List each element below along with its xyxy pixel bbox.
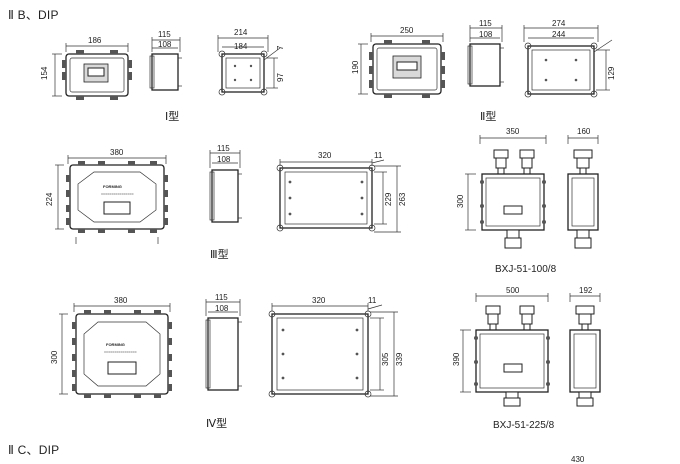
type-iv-side-inner: 108 (215, 304, 229, 313)
type-iv-group: FORMING ================ 380 300 115 108 (50, 293, 404, 430)
type-i-front-view: 186 154 (40, 36, 132, 100)
bxj-225-caption: BXJ-51-225/8 (493, 420, 555, 431)
type-iii-back-outer-height: 263 (398, 192, 407, 206)
type-i-group: 186 154 115 108 214 184 (40, 28, 285, 123)
type-iv-front-height: 300 (50, 350, 59, 364)
bxj-225-group: 500 390 192 BXJ-51-225/8 (452, 286, 601, 431)
type-ii-back-inner: 244 (552, 30, 566, 39)
type-i-back-inner: 184 (234, 42, 248, 51)
type-iv-side-outer: 115 (215, 293, 228, 302)
bxj-100-front-width: 350 (506, 127, 520, 136)
type-iv-back-offset: 11 (368, 296, 377, 305)
svg-text:FORMING: FORMING (106, 342, 125, 347)
bxj-225-side-view: 192 (569, 286, 601, 407)
type-i-front-width: 186 (88, 36, 102, 45)
svg-text:================: ================ (104, 350, 137, 354)
type-i-side-outer: 115 (158, 30, 171, 39)
type-ii-back-view: 274 244 129 (523, 19, 616, 98)
type-iii-front-height: 224 (45, 192, 54, 206)
type-iv-caption: Ⅳ型 (206, 416, 227, 430)
type-iii-back-width: 320 (318, 151, 332, 160)
type-ii-front-height: 190 (351, 60, 360, 74)
type-ii-front-width: 250 (400, 26, 414, 35)
bxj-225-front-height: 390 (452, 352, 461, 366)
bxj-100-caption: BXJ-51-100/8 (495, 264, 557, 275)
type-i-back-view: 214 184 97 7 (217, 28, 285, 96)
bxj-100-front-view: 350 300 (456, 127, 547, 249)
type-iii-back-inner-height: 229 (384, 192, 393, 206)
section-header-b-dip: Ⅱ B、DIP (8, 8, 59, 22)
bxj-100-front-height: 300 (456, 194, 465, 208)
type-i-side-inner: 108 (158, 40, 172, 49)
type-iii-front-width: 380 (110, 148, 124, 157)
type-iv-back-width: 320 (312, 296, 326, 305)
bxj-100-group: 350 300 160 BXJ-51-100/8 (456, 127, 599, 275)
type-i-side-view: 115 108 (149, 30, 182, 91)
type-iv-back-inner-height: 305 (381, 352, 390, 366)
type-ii-group: 250 190 115 108 274 244 129 (351, 19, 616, 123)
bxj-100-side-width: 160 (577, 127, 591, 136)
type-iv-back-outer-height: 339 (395, 352, 404, 366)
type-ii-caption: Ⅱ型 (480, 109, 496, 123)
type-iii-back-view: 320 11 229 263 (276, 151, 407, 233)
type-i-back-outer: 214 (234, 28, 248, 37)
type-iii-side-view: 115 108 (209, 144, 242, 223)
type-i-back-height: 97 (276, 73, 285, 82)
type-iv-front-view: FORMING ================ 380 300 (50, 296, 172, 398)
type-iii-back-offset: 11 (374, 151, 383, 160)
bxj-225-front-view: 500 390 (452, 286, 550, 407)
type-iii-front-view: FORMING ================ 380 224 (45, 148, 168, 244)
type-i-caption: Ⅰ型 (165, 109, 179, 123)
page-number: 430 (571, 455, 585, 464)
type-ii-back-height: 129 (607, 66, 616, 80)
bxj-100-side-view: 160 (567, 127, 599, 249)
type-ii-front-view: 250 190 (351, 26, 445, 98)
bxj-225-side-width: 192 (579, 286, 593, 295)
type-ii-side-view: 115 108 (467, 19, 504, 87)
type-ii-side-outer: 115 (479, 19, 492, 28)
type-ii-side-inner: 108 (479, 30, 493, 39)
type-iii-group: FORMING ================ 380 224 115 108 (45, 144, 407, 261)
type-iv-back-view: 320 11 305 339 (268, 296, 404, 398)
type-i-back-offset: 7 (276, 45, 285, 50)
type-iii-caption: Ⅲ型 (210, 247, 229, 261)
bxj-225-front-width: 500 (506, 286, 520, 295)
type-iii-side-outer: 115 (217, 144, 230, 153)
section-header-c-dip: Ⅱ C、DIP (8, 443, 60, 457)
svg-text:================: ================ (101, 192, 134, 196)
type-ii-back-outer: 274 (552, 19, 566, 28)
type-iii-side-inner: 108 (217, 155, 231, 164)
svg-text:FORMING: FORMING (103, 184, 122, 189)
type-iv-side-view: 115 108 (205, 293, 242, 391)
type-i-front-height: 154 (40, 66, 49, 80)
type-iv-front-width: 380 (114, 296, 128, 305)
